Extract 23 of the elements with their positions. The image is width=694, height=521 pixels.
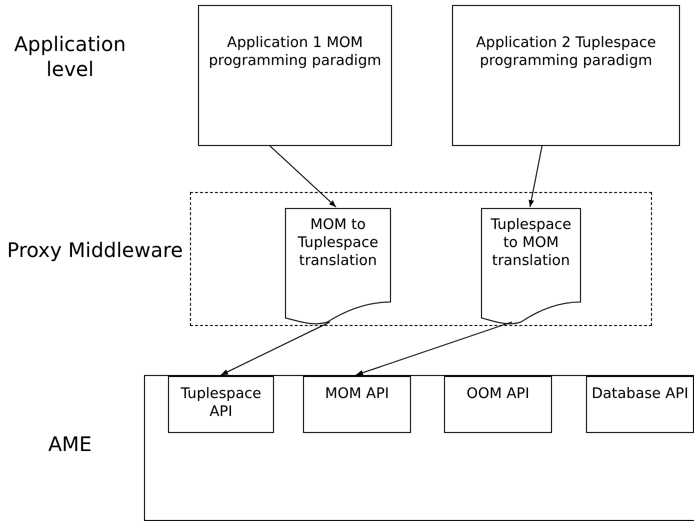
arrow xyxy=(528,146,542,208)
process-box xyxy=(444,376,552,433)
process-box xyxy=(198,5,392,146)
node-text: Tuplespace API xyxy=(180,385,262,421)
group-box xyxy=(190,192,652,326)
process-box xyxy=(586,376,694,433)
process-box xyxy=(168,376,274,433)
process-box xyxy=(303,376,411,433)
arrow xyxy=(270,146,336,208)
node-text: Application 1 MOM programming paradigm xyxy=(208,34,382,70)
node-text: OOM API xyxy=(466,385,530,403)
node-text: Tuplespace to MOM translation xyxy=(490,216,572,270)
node-text: Database API xyxy=(590,385,690,403)
node-text: Application 2 Tuplespace programming paradigm xyxy=(475,34,657,70)
process-box xyxy=(144,375,694,521)
layer-label: Application level xyxy=(13,32,127,82)
node-text: MOM API xyxy=(324,385,390,403)
arrow xyxy=(220,322,330,376)
layer-label: Proxy Middleware xyxy=(6,238,184,263)
layer-label: AME xyxy=(47,432,93,457)
arrow xyxy=(356,322,512,376)
node-text: MOM to Tuplespace translation xyxy=(296,216,380,270)
process-box xyxy=(452,5,680,146)
